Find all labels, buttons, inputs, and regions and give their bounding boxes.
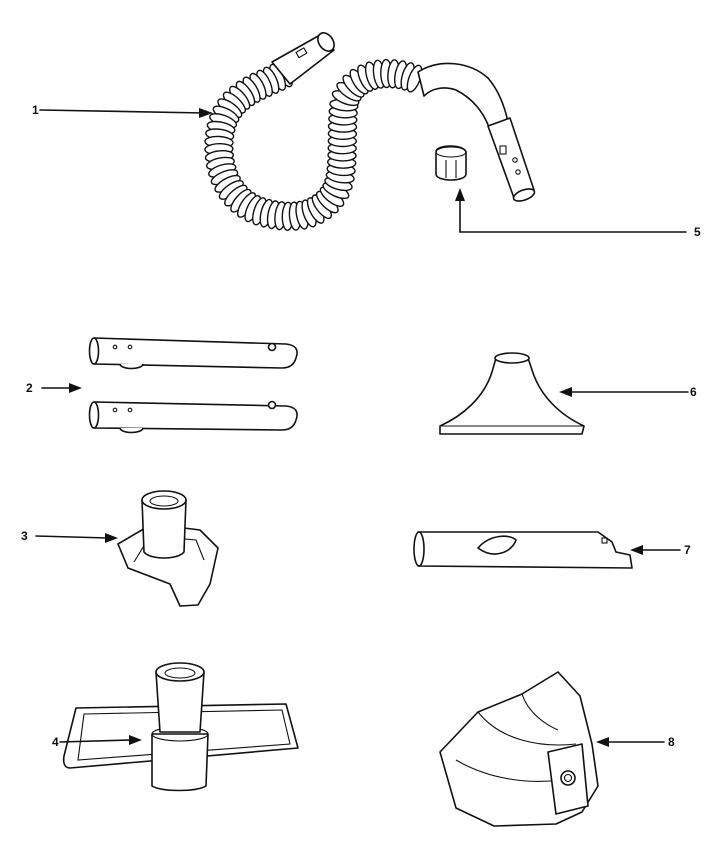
hose-end-cuff-left bbox=[271, 34, 335, 85]
part-5-clip bbox=[435, 145, 467, 181]
part-1-hose bbox=[204, 32, 536, 231]
arrowhead-4 bbox=[129, 735, 142, 745]
part-4-floor-tool bbox=[62, 662, 299, 792]
crevice-tool-opening bbox=[413, 531, 425, 567]
callout-label-6: 6 bbox=[690, 385, 697, 399]
clip-body bbox=[435, 145, 467, 181]
dust-bag-opening bbox=[560, 770, 576, 786]
callout-label-8: 8 bbox=[668, 735, 675, 749]
hose-cuff-slot bbox=[295, 47, 308, 59]
upholstery-tool-body bbox=[439, 357, 585, 435]
hose-handle-hole bbox=[515, 169, 521, 175]
part-2-wands bbox=[88, 337, 298, 434]
floor-tool-inner-edge bbox=[77, 709, 291, 761]
wand-lower-hole bbox=[127, 407, 133, 413]
leader-line-1 bbox=[39, 109, 206, 114]
hose-handle-tube bbox=[487, 117, 535, 199]
part-3-dusting-brush bbox=[117, 490, 219, 607]
hose-handle-elbow bbox=[417, 62, 509, 131]
arrowhead-5 bbox=[455, 188, 465, 201]
callout-label-1: 1 bbox=[32, 103, 39, 117]
callout-label-3: 3 bbox=[21, 529, 28, 543]
arrowhead-7 bbox=[630, 545, 643, 555]
wand-upper bbox=[88, 337, 298, 370]
crevice-tool-body bbox=[417, 531, 633, 569]
wand-upper-hole bbox=[127, 344, 133, 350]
wand-lower-hole bbox=[112, 407, 118, 413]
floor-tool-collar bbox=[151, 733, 209, 792]
callout-label-2: 2 bbox=[26, 381, 33, 395]
dusting-brush-neck bbox=[141, 499, 187, 559]
leader-line-4 bbox=[59, 739, 133, 743]
upholstery-tool-neck-opening bbox=[494, 352, 530, 364]
part-6-upholstery-tool bbox=[439, 352, 585, 435]
wand-lower bbox=[88, 400, 298, 434]
hose-handle-latch bbox=[499, 145, 507, 155]
wand-lower-opening bbox=[88, 401, 100, 429]
dust-bag-opening-inner bbox=[563, 773, 573, 783]
hose-rings bbox=[204, 58, 423, 231]
arrowhead-2 bbox=[69, 383, 82, 393]
wand-lower-button bbox=[119, 427, 144, 434]
hose-handle-hole bbox=[512, 157, 518, 163]
dust-bag-folds bbox=[455, 693, 577, 782]
floor-tool-inner-opening bbox=[164, 667, 196, 679]
hose-end-opening-left bbox=[317, 32, 335, 52]
arrowhead-1 bbox=[199, 108, 213, 118]
wand-upper-hole bbox=[112, 344, 118, 350]
clip-top-rim bbox=[435, 146, 467, 158]
wand-upper-button bbox=[119, 363, 144, 370]
crevice-tool-notch bbox=[601, 537, 608, 544]
wand-upper-opening bbox=[88, 337, 100, 365]
crevice-tool-window bbox=[477, 535, 517, 555]
part-7-crevice-tool bbox=[413, 531, 633, 569]
callout-label-7: 7 bbox=[684, 543, 691, 557]
hose-handle-opening bbox=[512, 188, 536, 202]
wand-upper-latch bbox=[267, 342, 277, 352]
wand-upper-tube bbox=[93, 337, 298, 369]
wand-lower-tube bbox=[93, 401, 298, 431]
dusting-brush-inner-opening bbox=[149, 495, 179, 507]
arrowhead-8 bbox=[596, 737, 609, 747]
callout-label-4: 4 bbox=[52, 735, 59, 749]
clip-slot bbox=[445, 160, 457, 178]
arrowhead-6 bbox=[559, 387, 572, 397]
leader-line-3 bbox=[35, 535, 109, 539]
wand-lower-latch bbox=[267, 400, 277, 410]
callout-label-5: 5 bbox=[694, 225, 701, 239]
arrowhead-3 bbox=[105, 533, 118, 543]
part-8-dust-bag bbox=[439, 671, 599, 827]
